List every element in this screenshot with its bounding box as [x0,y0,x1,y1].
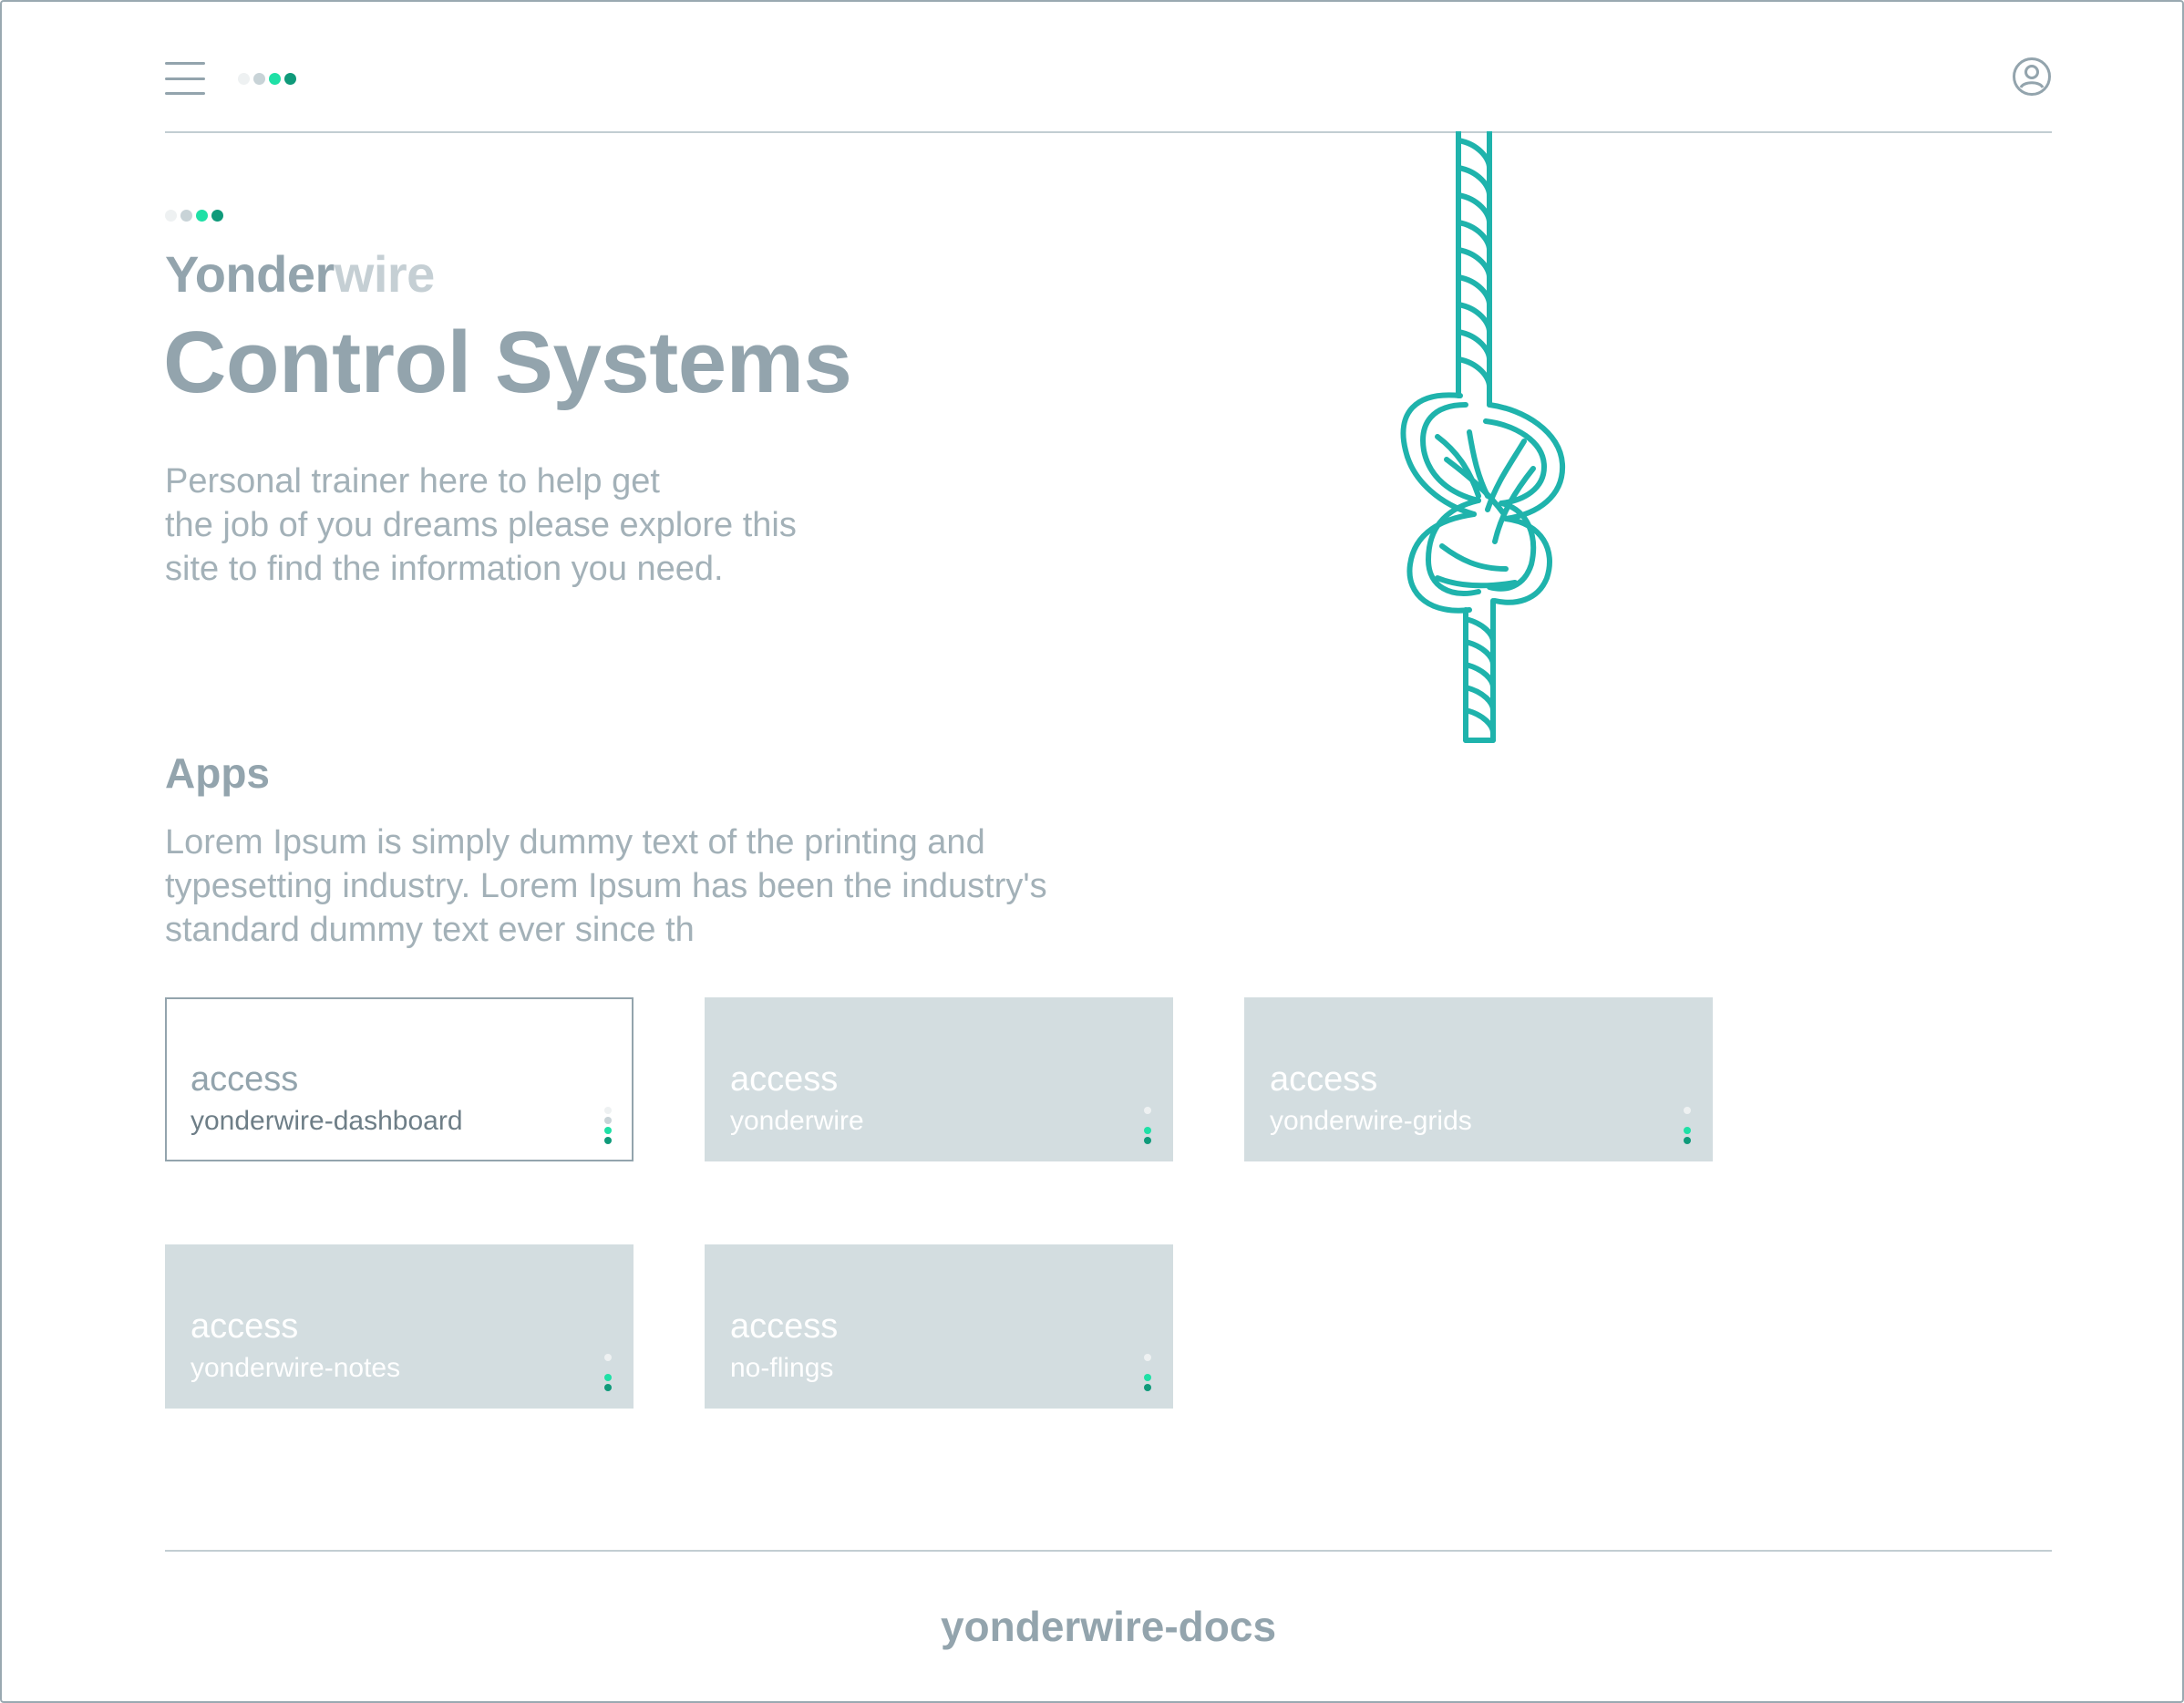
app-card-name: yonderwire-notes [191,1353,401,1383]
status-dots-icon [1684,1107,1691,1144]
footer: yonderwire-docs [165,1550,2052,1661]
logo-dot [253,73,265,85]
brand-name-part1: Yonder [165,245,335,303]
page-title: Control Systems [163,314,852,411]
status-dots-icon [1144,1354,1151,1391]
app-card-label: access [730,1060,839,1099]
status-dots-icon [604,1354,612,1391]
intro-line: site to find the information you need. [165,550,724,588]
app-card-label: access [191,1307,299,1346]
app-card-yonderwire-dashboard[interactable]: access yonderwire-dashboard [165,997,634,1161]
logo-dot [284,73,296,85]
app-card-name: yonderwire-grids [1270,1106,1472,1136]
status-dots-icon [604,1107,612,1144]
logo-dot [238,73,250,85]
apps-description-line: standard dummy text ever since th [165,911,695,949]
app-card-no-flings[interactable]: access no-flings [705,1244,1173,1409]
brand-dots [165,210,223,222]
app-card-name: yonderwire-dashboard [191,1106,463,1136]
app-card-name: yonderwire [730,1106,864,1136]
brand-dot [211,210,223,222]
top-bar [165,47,2052,133]
app-card-yonderwire-grids[interactable]: access yonderwire-grids [1244,997,1713,1161]
brand-name-part2: wire [334,245,436,303]
app-card-yonderwire-notes[interactable]: access yonderwire-notes [165,1244,634,1409]
brand-dot [180,210,192,222]
hamburger-menu-icon[interactable] [165,62,205,95]
intro-line: the job of you dreams please explore thi… [165,506,797,544]
app-card-label: access [1270,1060,1378,1099]
footer-docs-link[interactable]: yonderwire-docs [940,1603,1277,1650]
brand-name: Yonderwire [165,244,435,304]
apps-description-line: typesetting industry. Lorem Ipsum has be… [165,867,1047,905]
app-card-label: access [730,1307,839,1346]
apps-description: Lorem Ipsum is simply dummy text of the … [165,821,1186,952]
brand-dot [165,210,177,222]
logo-dots [238,73,296,85]
app-card-label: access [191,1060,299,1099]
user-circle-icon[interactable] [2012,57,2052,97]
intro-text: Personal trainer here to help get the jo… [165,459,912,591]
logo-dot [269,73,281,85]
apps-heading: Apps [165,749,270,797]
apps-description-line: Lorem Ipsum is simply dummy text of the … [165,823,985,862]
rope-knot-illustration [1400,131,1566,743]
intro-line: Personal trainer here to help get [165,462,660,501]
brand-dot [196,210,208,222]
app-card-name: no-flings [730,1353,834,1383]
status-dots-icon [1144,1107,1151,1144]
app-card-yonderwire[interactable]: access yonderwire [705,997,1173,1161]
